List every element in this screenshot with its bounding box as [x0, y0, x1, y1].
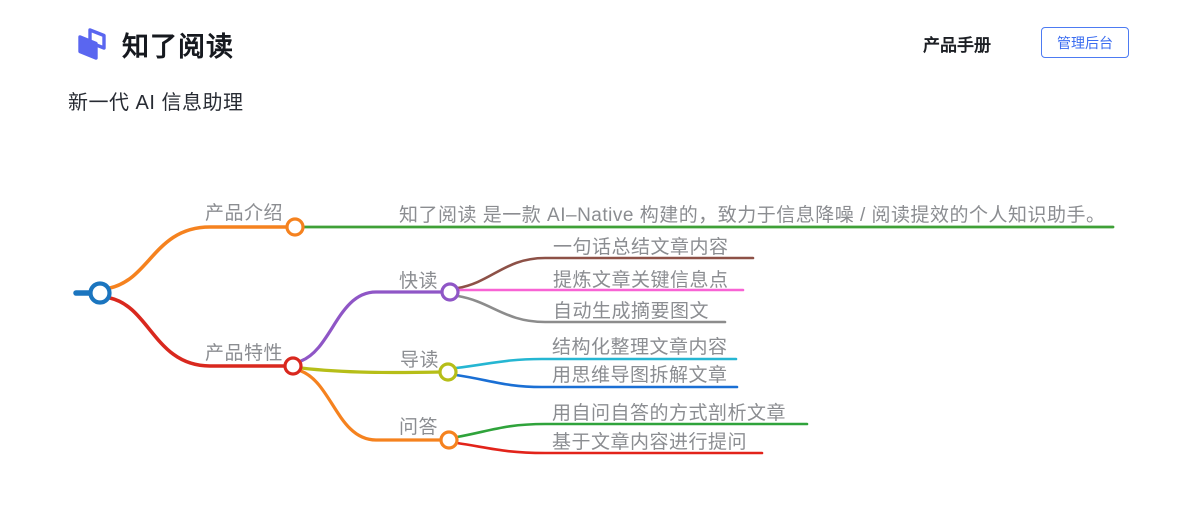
- feature-node[interactable]: [283, 356, 303, 376]
- guide-node[interactable]: [438, 362, 458, 382]
- edge-root-to-feature: [108, 296, 287, 368]
- intro-node-label: 产品介绍: [205, 202, 283, 224]
- edge-feature-to-guide: [299, 366, 443, 375]
- edge-quickread-abstract: [456, 294, 727, 324]
- intro-node[interactable]: [285, 217, 305, 237]
- brand[interactable]: 知了阅读: [72, 24, 234, 64]
- quickread-node[interactable]: [440, 282, 460, 302]
- product-manual-link[interactable]: 产品手册: [923, 36, 991, 55]
- leaf-abstract-label: 自动生成摘要图文: [553, 300, 709, 322]
- root-node[interactable]: [88, 281, 112, 305]
- tagline: 新一代 AI 信息助理: [68, 92, 244, 114]
- header: 知了阅读 产品手册 管理后台: [0, 0, 1200, 70]
- edge-qa-ask: [455, 441, 764, 455]
- edge-qa-selfask: [455, 422, 809, 439]
- edge-guide-structure: [454, 357, 738, 370]
- leaf-ask-label: 基于文章内容进行提问: [552, 431, 747, 453]
- qa-node-label: 问答: [399, 416, 438, 438]
- feature-node-label: 产品特性: [205, 342, 283, 364]
- edge-guide-mindmap: [454, 373, 739, 389]
- leaf-structure-label: 结构化整理文章内容: [552, 336, 728, 358]
- admin-console-button[interactable]: 管理后台: [1041, 27, 1129, 58]
- edge-feature-to-quickread: [299, 290, 444, 363]
- qa-node[interactable]: [439, 430, 459, 450]
- edge-root-to-intro: [108, 225, 289, 290]
- leaf-selfask-label: 用自问自答的方式剖析文章: [552, 402, 786, 424]
- quickread-node-label: 快读: [399, 270, 438, 292]
- leaf-keypoints-label: 提炼文章关键信息点: [553, 269, 729, 291]
- book-logo-icon: [78, 28, 106, 60]
- edge-quickread-summary: [456, 256, 755, 290]
- leaf-summary-label: 一句话总结文章内容: [553, 236, 729, 258]
- edge-feature-to-qa: [299, 369, 443, 442]
- app-title: 知了阅读: [122, 31, 234, 62]
- intro-description-label: 知了阅读 是一款 AI–Native 构建的，致力于信息降噪 / 阅读提效的个人…: [399, 204, 1106, 226]
- guide-node-label: 导读: [400, 349, 439, 371]
- leaf-mindmap-label: 用思维导图拆解文章: [552, 364, 728, 386]
